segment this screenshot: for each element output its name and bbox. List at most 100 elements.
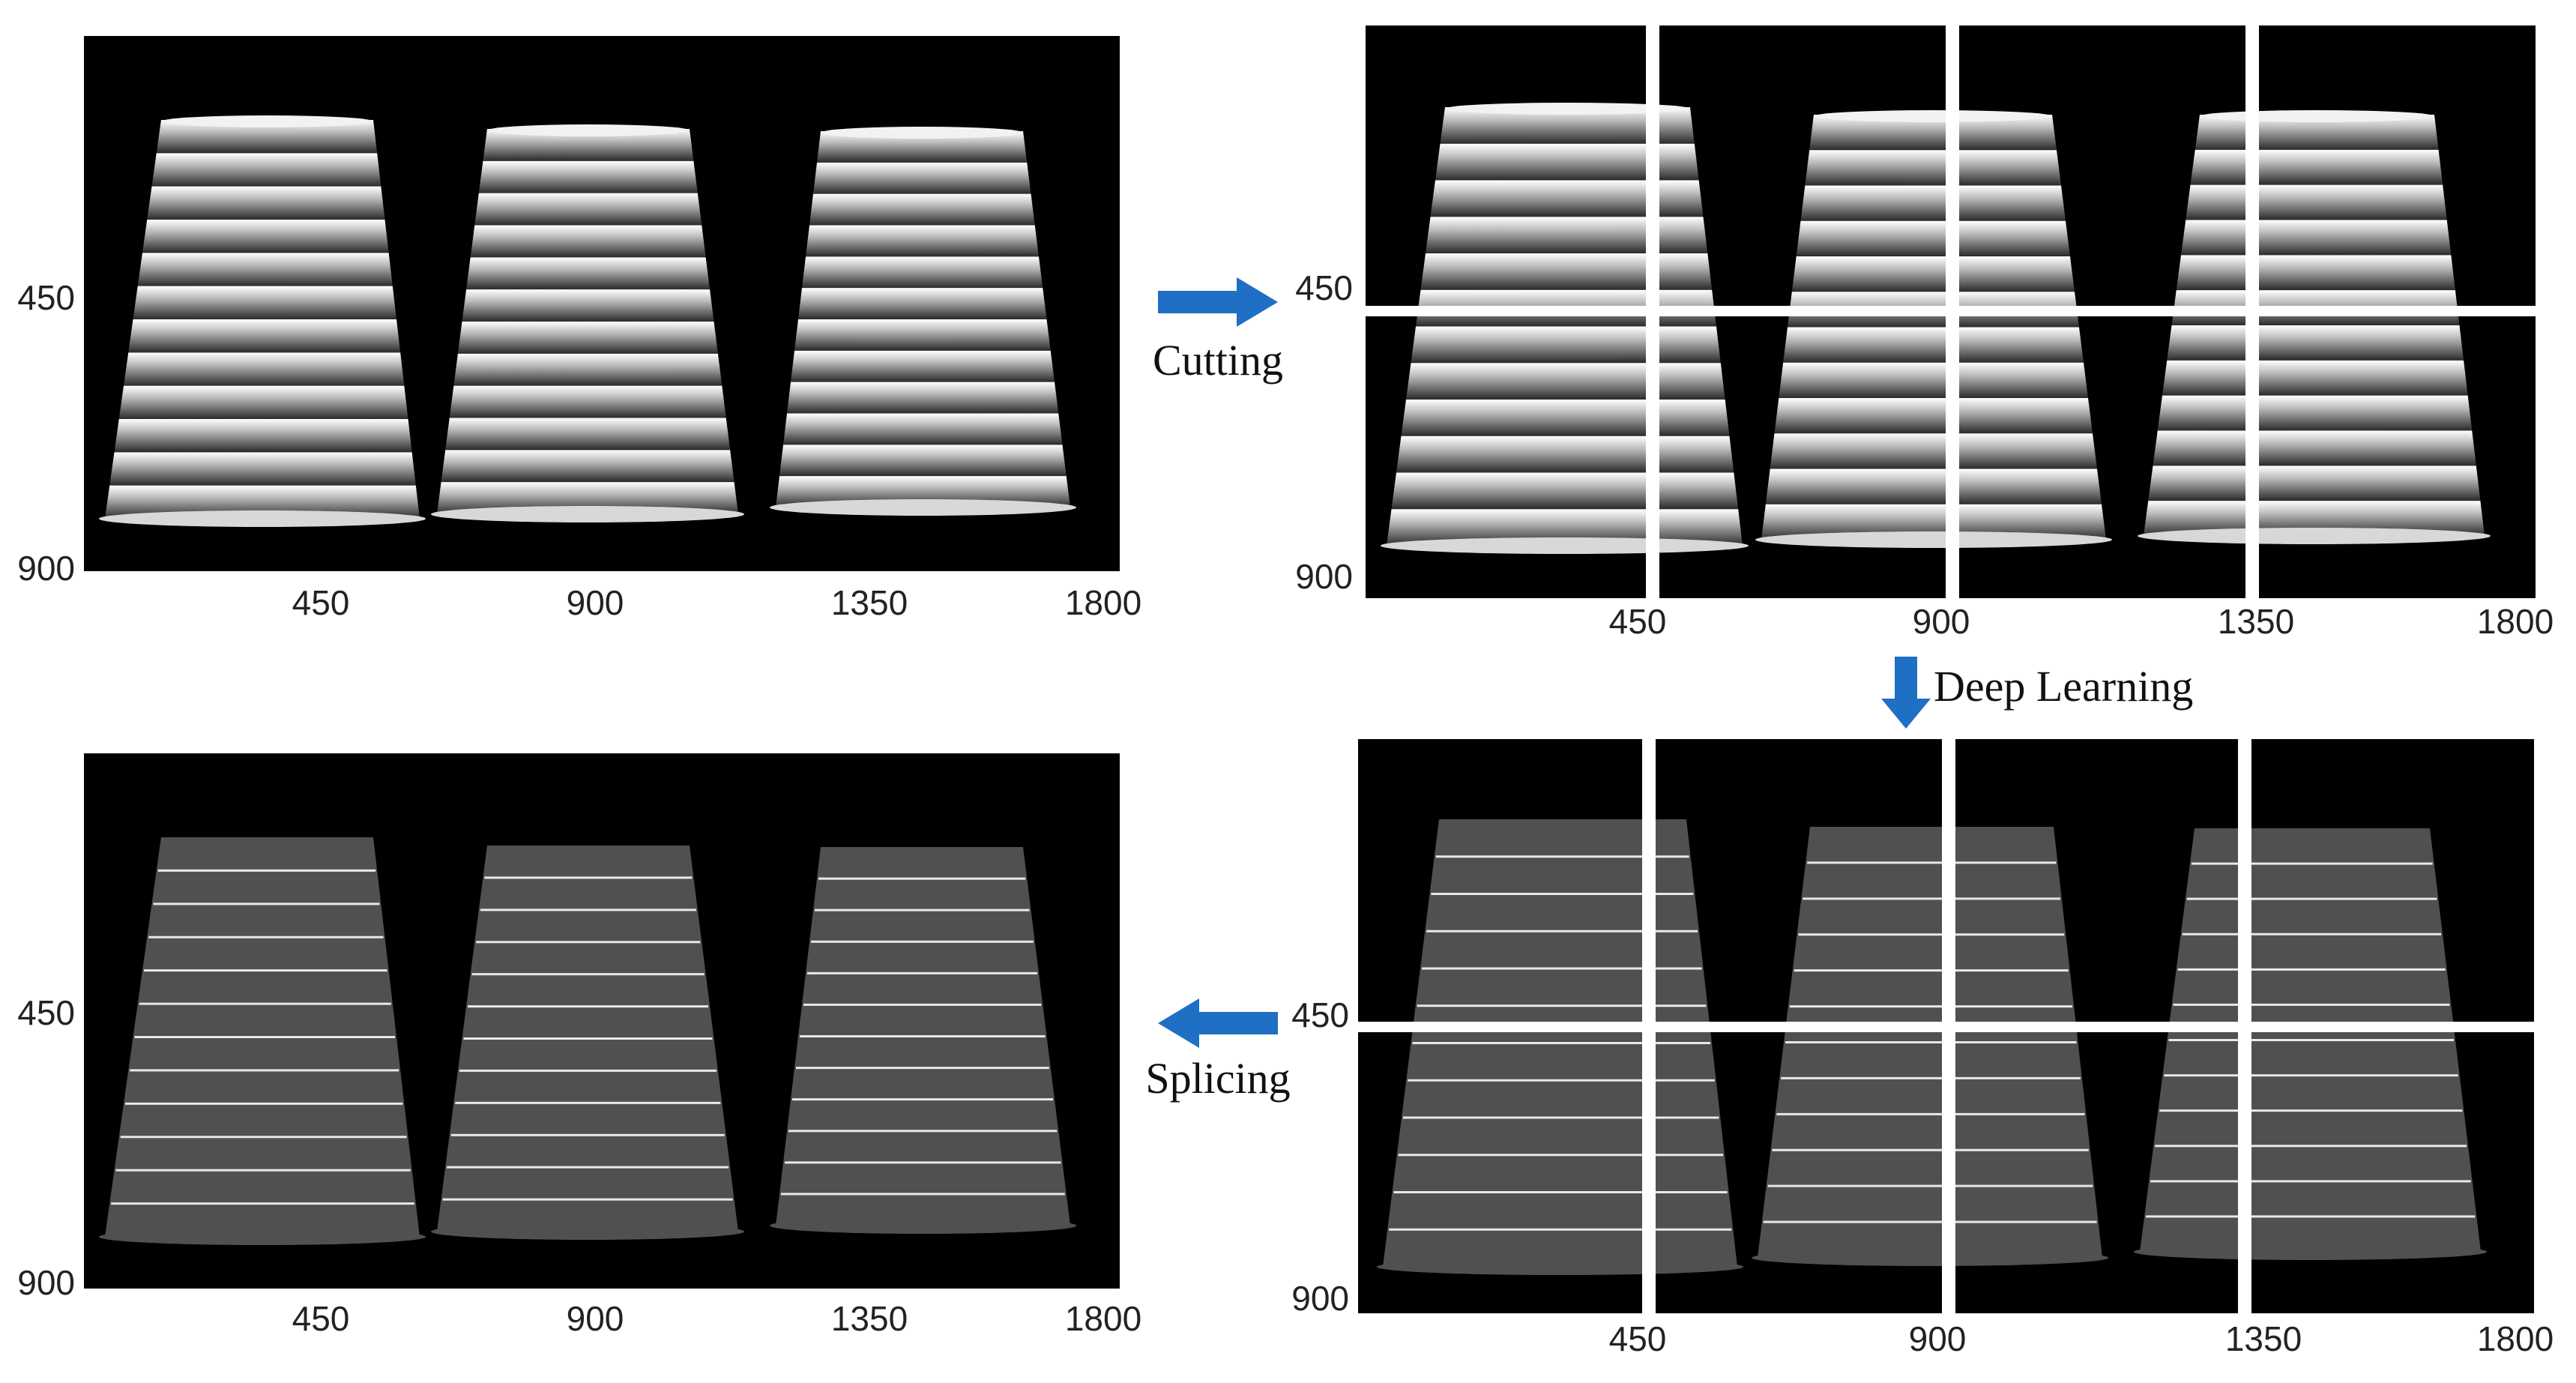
fringe-band bbox=[1779, 362, 2088, 398]
fringe-band bbox=[142, 220, 389, 253]
object-top bbox=[487, 124, 690, 136]
right-arrow-icon bbox=[1158, 277, 1278, 327]
fringe-band bbox=[806, 225, 1039, 257]
fringe-band bbox=[787, 382, 1059, 414]
object-base bbox=[1755, 531, 2112, 548]
object-1 bbox=[1377, 819, 1743, 1275]
y-tick-label: 450 bbox=[17, 278, 75, 317]
object-2 bbox=[1755, 110, 2112, 548]
fringe-band bbox=[1809, 115, 2057, 151]
object-top bbox=[821, 127, 1023, 139]
fringe-band bbox=[779, 445, 1067, 477]
fringe-band bbox=[1420, 253, 1713, 290]
y-tick-label: 900 bbox=[1295, 557, 1353, 596]
fringe-band bbox=[466, 257, 711, 290]
panel-original-objects bbox=[99, 115, 1076, 527]
x-tick-label: 450 bbox=[1609, 602, 1667, 641]
fringe-band bbox=[1430, 180, 1704, 217]
fringe-band bbox=[109, 452, 416, 486]
x-tick-label: 1350 bbox=[831, 583, 908, 622]
object-base bbox=[1377, 1259, 1743, 1275]
fringe-band bbox=[453, 353, 723, 386]
object-2 bbox=[431, 846, 744, 1240]
fringe-band bbox=[1411, 326, 1721, 364]
fringe-band bbox=[1783, 327, 2084, 363]
fringe-band bbox=[817, 131, 1028, 163]
horizontal-cut-line bbox=[1358, 1022, 2534, 1032]
fringe-band bbox=[1406, 363, 1725, 400]
object-base bbox=[2134, 1244, 2487, 1260]
fringe-band bbox=[1761, 504, 2106, 540]
fringe-band bbox=[1805, 150, 2061, 186]
fringe-band bbox=[2176, 255, 2455, 291]
object-2 bbox=[431, 124, 744, 522]
object-3 bbox=[770, 127, 1076, 516]
fringe-band bbox=[2153, 430, 2476, 466]
fringe-band bbox=[449, 385, 726, 418]
object-3 bbox=[2134, 828, 2487, 1260]
panel-learned-objects bbox=[1377, 819, 2487, 1275]
fringe-band bbox=[147, 186, 385, 220]
object-base bbox=[431, 1223, 744, 1240]
x-tick-label: 1350 bbox=[2225, 1319, 2302, 1358]
fringe-band bbox=[478, 160, 698, 193]
x-tick-label: 450 bbox=[1609, 1319, 1667, 1358]
fringe-band bbox=[802, 256, 1043, 289]
fringe-band bbox=[1774, 398, 2093, 434]
fringe-band bbox=[133, 286, 396, 319]
x-tick-label: 900 bbox=[1913, 602, 1970, 641]
fringe-band bbox=[809, 193, 1035, 226]
fringe-band bbox=[2157, 395, 2473, 431]
fringe-band bbox=[124, 352, 405, 386]
fringe-band bbox=[1800, 185, 2066, 221]
fringe-band bbox=[2186, 184, 2447, 220]
fringe-band bbox=[474, 193, 702, 226]
x-tick-label: 1800 bbox=[2477, 1319, 2554, 1358]
fringe-band bbox=[151, 153, 381, 187]
fringe-band bbox=[437, 482, 738, 514]
object-1 bbox=[99, 837, 426, 1245]
fringe-band bbox=[470, 225, 706, 258]
object-base bbox=[2138, 528, 2491, 544]
object-top bbox=[2200, 110, 2434, 122]
fringe-band bbox=[1396, 436, 1734, 473]
fringe-band bbox=[2167, 325, 2464, 361]
object-top bbox=[1445, 103, 1690, 115]
fringe-band bbox=[114, 419, 412, 453]
deep-learning-step: Deep Learning bbox=[1881, 657, 2193, 729]
object-base bbox=[1381, 537, 1749, 554]
fringe-band bbox=[2148, 465, 2481, 501]
y-tick-label: 900 bbox=[1291, 1279, 1349, 1318]
object-2 bbox=[1752, 827, 2108, 1266]
fringe-band bbox=[2162, 360, 2468, 396]
fringe-band bbox=[1391, 472, 1739, 510]
object-1 bbox=[99, 115, 426, 527]
x-tick-label: 900 bbox=[567, 583, 624, 622]
x-tick-label: 1350 bbox=[2218, 602, 2294, 641]
fringe-band bbox=[441, 450, 735, 483]
object-base bbox=[770, 1217, 1076, 1234]
x-tick-label: 1800 bbox=[1065, 1299, 1141, 1338]
y-tick-label: 900 bbox=[17, 549, 75, 588]
object-top bbox=[161, 115, 373, 127]
object-top bbox=[1814, 110, 2052, 122]
down-arrow-icon bbox=[1881, 657, 1931, 729]
fringe-band bbox=[798, 288, 1047, 319]
fringe-band bbox=[128, 319, 401, 353]
cutting-step: Cutting bbox=[1153, 277, 1283, 385]
fringe-band bbox=[483, 129, 694, 161]
fringe-band bbox=[794, 319, 1051, 351]
fringe-band bbox=[1796, 220, 2070, 256]
left-arrow-icon bbox=[1158, 998, 1278, 1048]
horizontal-cut-line bbox=[1366, 306, 2536, 316]
fringe-band bbox=[1791, 256, 2075, 292]
